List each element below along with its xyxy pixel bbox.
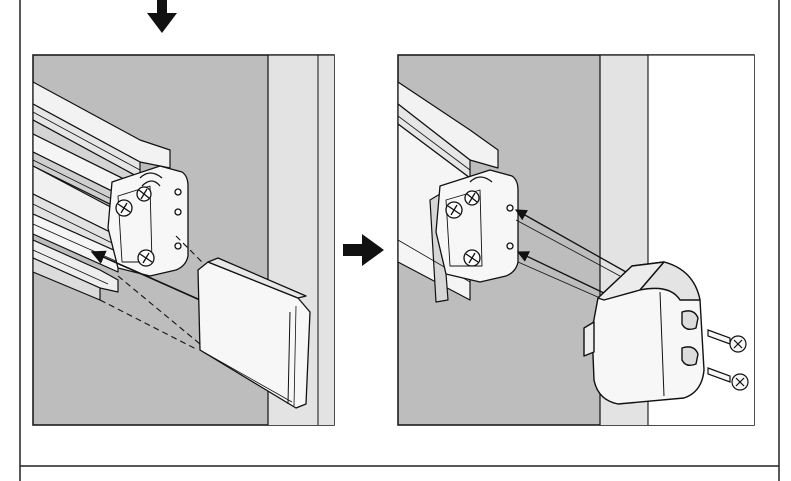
screw-icon [115, 199, 133, 217]
screw-icon [137, 249, 155, 267]
guide-arrows [514, 209, 627, 299]
end-cap [583, 261, 705, 405]
screw-icon [707, 329, 747, 353]
guide-lines [99, 235, 203, 351]
screw-icon [464, 190, 480, 206]
step-2-panel [397, 54, 755, 426]
step-1-panel [32, 54, 335, 426]
screw-icon [463, 249, 481, 267]
screw-icon [136, 186, 152, 202]
right-arrow-icon [343, 234, 384, 266]
screw-icon [445, 201, 463, 219]
insert-arrow [90, 250, 201, 301]
down-arrow-icon [147, 0, 177, 33]
screw-icon [707, 367, 749, 391]
outer-frame [19, 0, 780, 481]
cover-strip [197, 257, 311, 409]
end-bracket [435, 169, 519, 283]
rail-profile [398, 81, 499, 303]
